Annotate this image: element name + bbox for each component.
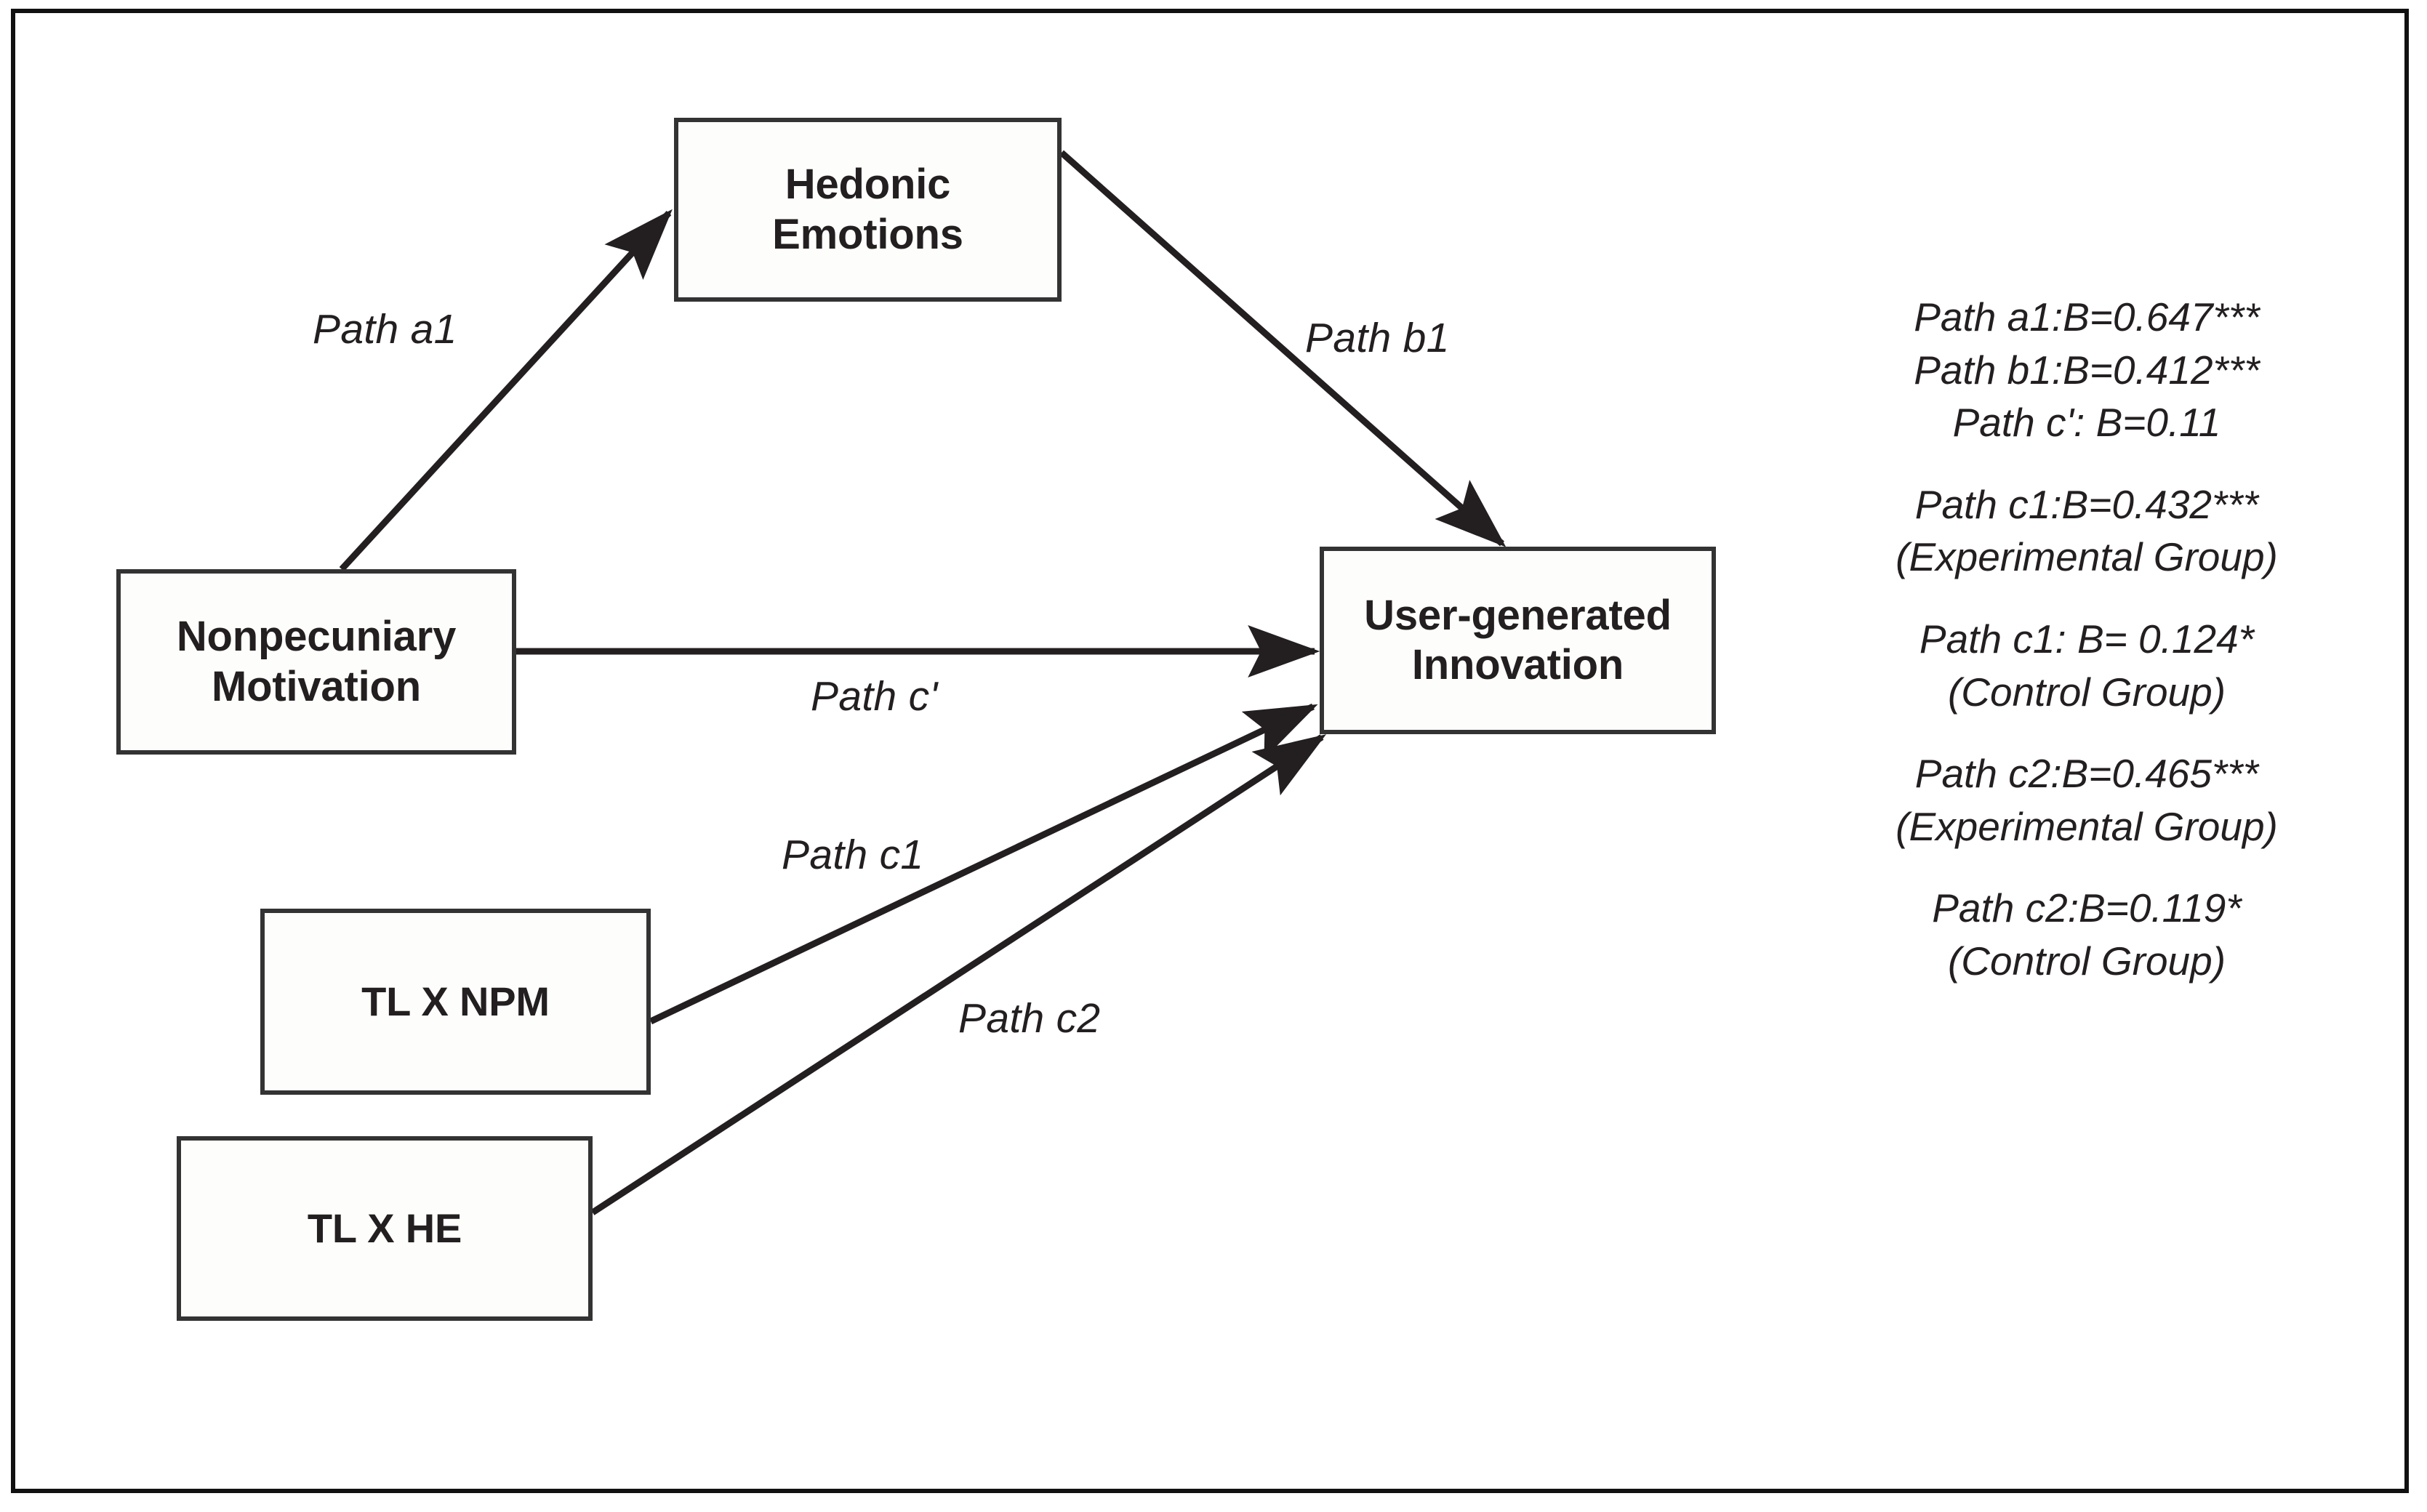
node-label-line-2: Emotions: [772, 210, 963, 258]
node-tl-x-he-label: TL X HE: [307, 1205, 462, 1251]
legend-line: Path c2:B=0.119*: [1932, 885, 2242, 931]
legend-line: Path c': B=0.11: [1952, 400, 2221, 446]
legend-group: Path a1:B=0.647*** Path b1:B=0.412*** Pa…: [1825, 291, 2348, 449]
node-nonpecuniary-motivation-label: Nonpecuniary Motivation: [176, 612, 457, 712]
legend-line: Path a1:B=0.647***: [1914, 294, 2260, 339]
edge-label-path-a1: Path a1: [313, 306, 457, 353]
node-label-line-1: User-generated: [1364, 591, 1672, 639]
legend-group: Path c1:B=0.432*** (Experimental Group): [1825, 478, 2348, 584]
node-tl-x-he[interactable]: TL X HE: [177, 1136, 593, 1321]
node-hedonic-emotions[interactable]: Hedonic Emotions: [674, 118, 1062, 302]
node-tl-x-npm[interactable]: TL X NPM: [260, 909, 651, 1095]
node-user-generated-innovation[interactable]: User-generated Innovation: [1320, 547, 1716, 734]
legend-line: (Experimental Group): [1896, 803, 2278, 849]
node-label-line-2: Innovation: [1411, 641, 1624, 688]
legend-group: Path c2:B=0.119* (Control Group): [1825, 882, 2348, 987]
legend-line: (Control Group): [1947, 938, 2226, 984]
edge-label-path-b1: Path b1: [1305, 315, 1450, 361]
legend-group: Path c2:B=0.465*** (Experimental Group): [1825, 747, 2348, 853]
legend-line: (Experimental Group): [1896, 534, 2278, 580]
node-label-line-1: Nonpecuniary: [176, 613, 457, 661]
legend-line: Path c1:B=0.432***: [1914, 481, 2259, 527]
legend-line: Path b1:B=0.412***: [1914, 347, 2260, 393]
coefficients-legend: Path a1:B=0.647*** Path b1:B=0.412*** Pa…: [1825, 291, 2348, 988]
edge-label-path-c-prime: Path c': [811, 673, 938, 720]
node-user-generated-innovation-label: User-generated Innovation: [1364, 591, 1672, 691]
edge-label-path-c2: Path c2: [958, 995, 1101, 1042]
legend-group: Path c1: B= 0.124* (Control Group): [1825, 613, 2348, 718]
node-nonpecuniary-motivation[interactable]: Nonpecuniary Motivation: [116, 569, 516, 755]
node-label-line-2: Motivation: [212, 662, 421, 710]
legend-line: (Control Group): [1947, 669, 2226, 715]
node-label-line-1: Hedonic: [785, 161, 951, 209]
node-tl-x-npm-label: TL X NPM: [361, 978, 550, 1024]
node-hedonic-emotions-label: Hedonic Emotions: [772, 160, 963, 260]
legend-line: Path c1: B= 0.124*: [1919, 616, 2255, 662]
legend-line: Path c2:B=0.465***: [1914, 751, 2259, 797]
edge-label-path-c1: Path c1: [782, 832, 924, 878]
